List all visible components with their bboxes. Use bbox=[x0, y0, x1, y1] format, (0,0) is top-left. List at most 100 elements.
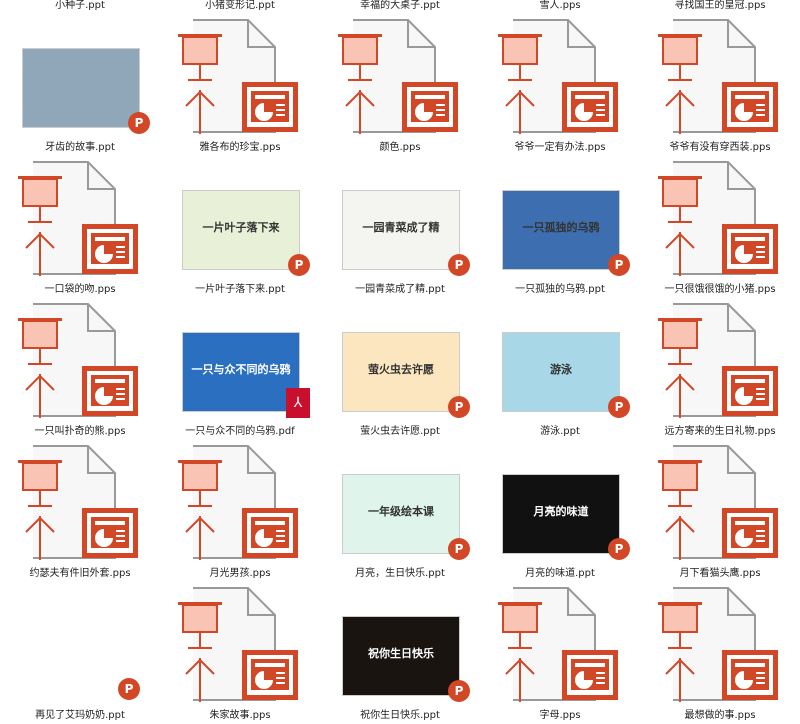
powerpoint-file-icon bbox=[160, 440, 320, 562]
slide-thumbnail: 一片叶子落下来 P bbox=[160, 156, 320, 278]
thumbnail-image: 一年级绘本课 bbox=[342, 474, 460, 554]
file-item[interactable]: 一只很饿很饿的小猪.pps bbox=[640, 156, 800, 298]
file-name: 约瑟夫有件旧外套.pps bbox=[29, 568, 131, 579]
powerpoint-badge-icon: P bbox=[448, 396, 470, 418]
cover-title: 萤火虫去许愿 bbox=[368, 363, 434, 376]
powerpoint-file-icon bbox=[640, 582, 800, 704]
file-name: 月光男孩.pps bbox=[209, 568, 271, 579]
file-name: 游泳.ppt bbox=[540, 426, 580, 437]
thumbnail-image: 游泳 bbox=[502, 332, 620, 412]
slide-thumbnail: 祝你生日快乐 P bbox=[320, 582, 480, 704]
file-name: 月亮的味道.ppt bbox=[525, 568, 595, 579]
cover-title: 一园青菜成了精 bbox=[362, 221, 440, 234]
file-name: 远方寄来的生日礼物.pps bbox=[664, 426, 776, 437]
file-item[interactable]: 爷爷有没有穿西装.pps bbox=[640, 14, 800, 156]
file-item[interactable]: 朱家故事.pps bbox=[160, 582, 320, 724]
file-item[interactable]: 雅各布的珍宝.pps bbox=[160, 14, 320, 156]
file-name: 爷爷有没有穿西装.pps bbox=[669, 142, 771, 153]
thumbnail-image: 一只与众不同的乌鸦 bbox=[182, 332, 300, 412]
slide-thumbnail: 一年级绘本课 P bbox=[320, 440, 480, 562]
file-name: 月下看猫头鹰.pps bbox=[679, 568, 761, 579]
thumbnail-image bbox=[22, 48, 140, 128]
file-item[interactable]: 祝你生日快乐 P 祝你生日快乐.ppt bbox=[320, 582, 480, 724]
powerpoint-badge-icon: P bbox=[608, 254, 630, 276]
file-name: 颜色.pps bbox=[379, 142, 421, 153]
file-item[interactable]: 小猪变形记.ppt bbox=[160, 0, 320, 14]
file-name: 祝你生日快乐.ppt bbox=[360, 710, 440, 721]
file-item[interactable]: 月下看猫头鹰.pps bbox=[640, 440, 800, 582]
file-item[interactable]: 约瑟夫有件旧外套.pps bbox=[0, 440, 160, 582]
file-name: 萤火虫去许愿.ppt bbox=[360, 426, 440, 437]
cover-title: 一只与众不同的乌鸦 bbox=[191, 363, 291, 376]
file-name: 小猪变形记.ppt bbox=[205, 0, 275, 11]
thumbnail-image: 一只孤独的乌鸦 bbox=[502, 190, 620, 270]
file-name: 一只很饿很饿的小猪.pps bbox=[664, 284, 776, 295]
file-item[interactable]: 远方寄来的生日礼物.pps bbox=[640, 298, 800, 440]
file-item[interactable]: 爷爷一定有办法.pps bbox=[480, 14, 640, 156]
file-item[interactable]: P小种子.ppt bbox=[0, 0, 160, 14]
powerpoint-file-icon bbox=[0, 440, 160, 562]
file-item[interactable]: 萤火虫去许愿 P 萤火虫去许愿.ppt bbox=[320, 298, 480, 440]
file-name: 爷爷一定有办法.pps bbox=[514, 142, 606, 153]
thumbnail-image: 月亮的味道 bbox=[502, 474, 620, 554]
file-item[interactable]: 颜色.pps bbox=[320, 14, 480, 156]
thumbnail-image: 一园青菜成了精 bbox=[342, 190, 460, 270]
thumbnail-image: 祝你生日快乐 bbox=[342, 616, 460, 696]
powerpoint-file-icon bbox=[640, 298, 800, 420]
file-item[interactable]: P 再见了艾玛奶奶.ppt bbox=[0, 582, 160, 724]
file-item[interactable]: 最想做的事.pps bbox=[640, 582, 800, 724]
file-item[interactable]: 一口袋的吻.pps bbox=[0, 156, 160, 298]
powerpoint-badge-icon: P bbox=[448, 680, 470, 702]
file-name: 雪人.pps bbox=[539, 0, 581, 11]
file-name: 一只孤独的乌鸦.ppt bbox=[515, 284, 605, 295]
file-name: 幸福的大桌子.ppt bbox=[360, 0, 440, 11]
file-name: 一只与众不同的乌鸦.pdf bbox=[185, 426, 295, 437]
file-name: 再见了艾玛奶奶.ppt bbox=[35, 710, 125, 721]
powerpoint-file-icon bbox=[0, 298, 160, 420]
cover-title: 祝你生日快乐 bbox=[368, 647, 434, 660]
cover-title: 月亮的味道 bbox=[533, 505, 589, 518]
thumbnail-image: 一片叶子落下来 bbox=[182, 190, 300, 270]
cover-title: 游泳 bbox=[550, 363, 572, 376]
powerpoint-file-icon bbox=[320, 14, 480, 136]
powerpoint-badge-icon: P bbox=[448, 538, 470, 560]
file-item[interactable]: 字母.pps bbox=[480, 582, 640, 724]
powerpoint-file-icon bbox=[640, 14, 800, 136]
file-name: 雅各布的珍宝.pps bbox=[199, 142, 281, 153]
cover-title: 一片叶子落下来 bbox=[202, 221, 280, 234]
slide-thumbnail: 月亮的味道 P bbox=[480, 440, 640, 562]
pdf-thumbnail: 一只与众不同的乌鸦⅄ bbox=[160, 298, 320, 420]
powerpoint-file-icon bbox=[0, 156, 160, 278]
file-item[interactable]: 一只叫扑奇的熊.pps bbox=[0, 298, 160, 440]
file-name: 寻找国王的皇冠.pps bbox=[674, 0, 766, 11]
powerpoint-file-icon bbox=[480, 582, 640, 704]
cover-title: 一年级绘本课 bbox=[368, 505, 434, 518]
powerpoint-badge-icon: P bbox=[0, 582, 160, 704]
file-name: 一园青菜成了精.ppt bbox=[355, 284, 445, 295]
file-item[interactable]: 月亮的味道 P 月亮的味道.ppt bbox=[480, 440, 640, 582]
file-name: 牙齿的故事.ppt bbox=[45, 142, 115, 153]
file-item[interactable]: 寻找国王的皇冠.pps bbox=[640, 0, 800, 14]
file-name: 一只叫扑奇的熊.pps bbox=[34, 426, 126, 437]
powerpoint-file-icon bbox=[640, 440, 800, 562]
file-item[interactable]: P 牙齿的故事.ppt bbox=[0, 14, 160, 156]
file-name: 字母.pps bbox=[539, 710, 581, 721]
file-item[interactable]: 月光男孩.pps bbox=[160, 440, 320, 582]
powerpoint-badge-icon: P bbox=[128, 112, 150, 134]
powerpoint-file-icon bbox=[160, 14, 320, 136]
powerpoint-badge-icon: P bbox=[288, 254, 310, 276]
file-item[interactable]: 雪人.pps bbox=[480, 0, 640, 14]
file-item[interactable]: 一只与众不同的乌鸦⅄ 一只与众不同的乌鸦.pdf bbox=[160, 298, 320, 440]
powerpoint-file-icon bbox=[640, 156, 800, 278]
slide-thumbnail: P bbox=[0, 14, 160, 136]
file-name: 朱家故事.pps bbox=[209, 710, 271, 721]
file-name: 一口袋的吻.pps bbox=[44, 284, 116, 295]
powerpoint-badge-icon: P bbox=[608, 538, 630, 560]
file-item[interactable]: 幸福的大桌子.ppt bbox=[320, 0, 480, 14]
